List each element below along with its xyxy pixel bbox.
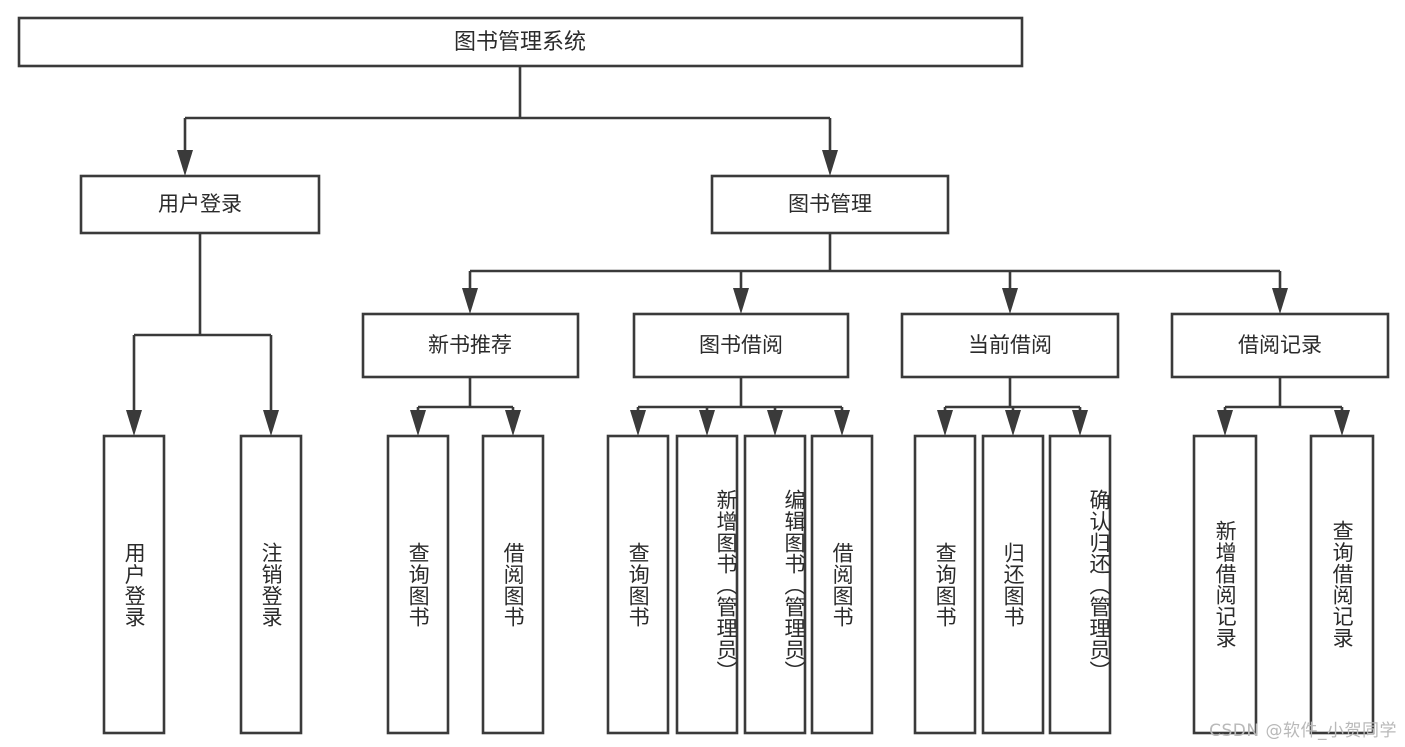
arrow-head-new-book-recommend <box>462 288 478 314</box>
leaf-box-query-record[interactable] <box>1309 434 1375 735</box>
node-borrow-record-box[interactable] <box>1170 312 1390 379</box>
leaf-box-query-book-1[interactable] <box>386 434 450 735</box>
arrow-head-leaf-add-book <box>699 410 715 436</box>
connector-group-userlogin <box>126 233 279 436</box>
node-user-login[interactable]: 用户登录 <box>79 174 321 235</box>
node-user-login-box[interactable] <box>79 174 321 235</box>
node-current-borrow-label: 当前借阅 <box>968 333 1052 357</box>
node-book-borrow-label: 图书借阅 <box>699 333 783 357</box>
node-borrow-record-label: 借阅记录 <box>1238 333 1322 357</box>
node-new-book-recommend[interactable]: 新书推荐 <box>361 312 580 379</box>
arrow-head-userlogin <box>177 150 193 176</box>
arrow-head-leaf-query-book-3 <box>937 410 953 436</box>
connector-group-newbook <box>410 377 521 436</box>
connector-group-bookmgmt <box>462 233 1288 314</box>
arrow-head-leaf-confirm-return <box>1072 410 1088 436</box>
arrow-head-leaf-user-logout <box>263 410 279 436</box>
leaf-box-query-book-3[interactable] <box>913 434 977 735</box>
arrow-head-leaf-user-login <box>126 410 142 436</box>
node-new-book-recommend-box[interactable] <box>361 312 580 379</box>
leaf-box-user-login[interactable] <box>102 434 166 735</box>
leaf-box-user-logout[interactable] <box>239 434 303 735</box>
node-book-borrow-box[interactable] <box>632 312 850 379</box>
arrow-head-leaf-query-record <box>1334 410 1350 436</box>
node-root-box[interactable] <box>17 16 1024 68</box>
arrow-head-leaf-return-book <box>1005 410 1021 436</box>
connector-group-borrowrecord <box>1217 377 1350 436</box>
leaf-box-confirm-return[interactable] <box>1048 434 1112 735</box>
node-book-management[interactable]: 图书管理 <box>710 174 950 235</box>
node-book-borrow[interactable]: 图书借阅 <box>632 312 850 379</box>
leaf-box-add-book[interactable] <box>675 434 739 735</box>
leaf-box-borrow-book-2[interactable] <box>810 434 874 735</box>
node-borrow-record[interactable]: 借阅记录 <box>1170 312 1390 379</box>
arrow-head-leaf-borrow-book-1 <box>505 410 521 436</box>
leaf-box-borrow-book-1[interactable] <box>481 434 545 735</box>
arrow-head-bookmgmt <box>822 150 838 176</box>
arrow-head-borrow-record <box>1272 288 1288 314</box>
leaf-box-edit-book[interactable] <box>743 434 807 735</box>
node-book-management-label: 图书管理 <box>788 192 872 216</box>
leaf-box-return-book[interactable] <box>981 434 1045 735</box>
connector-group-currentborrow <box>937 377 1088 436</box>
node-new-book-recommend-label: 新书推荐 <box>428 333 512 357</box>
arrow-head-leaf-add-record <box>1217 410 1233 436</box>
node-book-management-box[interactable] <box>710 174 950 235</box>
arrow-head-book-borrow <box>733 288 749 314</box>
node-user-login-label: 用户登录 <box>158 192 242 216</box>
leaf-box-add-record[interactable] <box>1192 434 1258 735</box>
connector-group-root <box>177 66 838 176</box>
arrow-head-current-borrow <box>1002 288 1018 314</box>
node-current-borrow-box[interactable] <box>900 312 1120 379</box>
watermark-text: CSDN @软件_小贺同学 <box>1209 721 1397 741</box>
node-root[interactable]: 图书管理系统 <box>17 16 1024 68</box>
arrow-head-leaf-query-book-1 <box>410 410 426 436</box>
node-root-label: 图书管理系统 <box>454 30 586 55</box>
arrow-head-leaf-edit-book <box>767 410 783 436</box>
node-current-borrow[interactable]: 当前借阅 <box>900 312 1120 379</box>
leaf-box-query-book-2[interactable] <box>606 434 670 735</box>
arrow-head-leaf-borrow-book-2 <box>834 410 850 436</box>
connector-group-bookborrow <box>630 377 850 436</box>
arrow-head-leaf-query-book-2 <box>630 410 646 436</box>
